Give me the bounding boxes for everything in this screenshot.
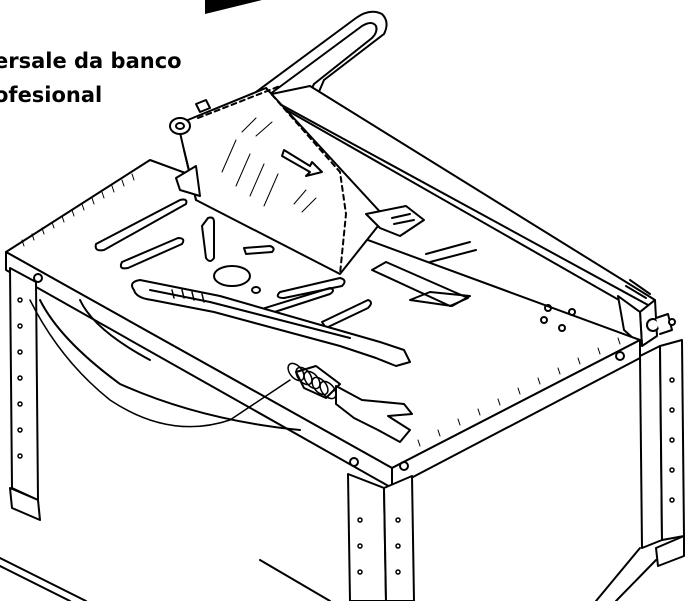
page-heading: ersale da banco ofesional	[0, 44, 182, 112]
table-leg-icon	[0, 268, 684, 601]
heading-line-1: ersale da banco	[0, 49, 182, 73]
motor-housing-icon	[40, 300, 300, 430]
pointer-arrow-icon	[205, 0, 262, 14]
push-stick-icon	[132, 280, 410, 366]
wrench-icon	[285, 360, 412, 442]
heading-line-2: ofesional	[0, 83, 103, 107]
power-cord-icon	[30, 300, 290, 427]
saw-blade-guard-icon	[170, 86, 424, 274]
rip-fence-icon	[262, 86, 675, 346]
